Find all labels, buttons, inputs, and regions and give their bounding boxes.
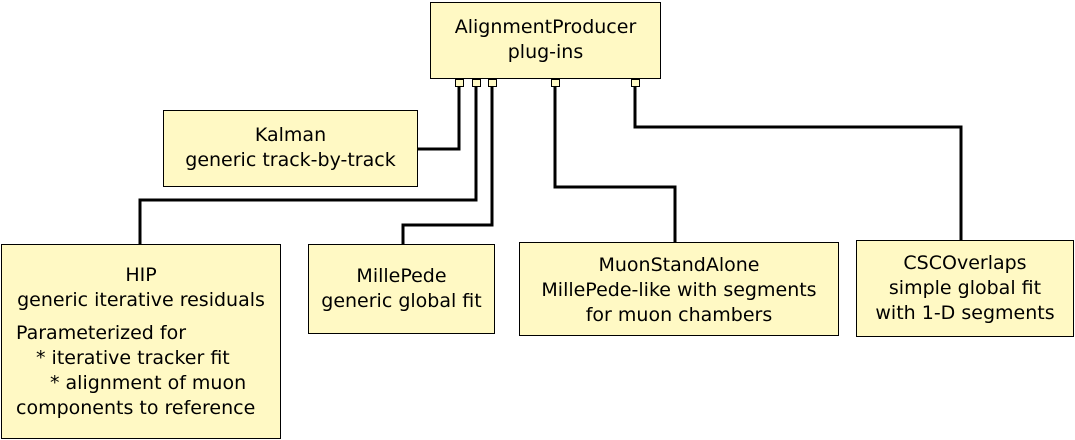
connector-hip — [138, 85, 478, 244]
hip-subtitle: generic iterative residuals — [17, 289, 265, 311]
csc-overlaps-line: with 1-D segments — [875, 302, 1055, 324]
port-kalman — [455, 79, 464, 87]
millepede-title: MillePede — [356, 265, 447, 287]
hip-box: HIP generic iterative residuals Paramete… — [1, 244, 281, 439]
port-muon-standalone — [551, 79, 560, 87]
hip-note-item: * alignment of muon — [50, 372, 247, 394]
csc-overlaps-line: simple global fit — [888, 277, 1042, 299]
port-hip — [472, 79, 481, 87]
csc-overlaps-title: CSCOverlaps — [903, 252, 1027, 274]
hip-note-item: * iterative tracker fit — [36, 347, 230, 369]
root-box: AlignmentProducer plug-ins — [430, 2, 661, 79]
kalman-box: Kalman generic track-by-track — [163, 110, 418, 187]
muon-standalone-title: MuonStandAlone — [598, 254, 760, 276]
port-csc-overlaps — [631, 79, 640, 87]
root-title: AlignmentProducer — [454, 16, 637, 38]
connector-kalman — [417, 85, 461, 151]
millepede-subtitle: generic global fit — [321, 290, 482, 312]
csc-overlaps-box: CSCOverlaps simple global fit with 1-D s… — [856, 240, 1074, 337]
muon-standalone-line: for muon chambers — [585, 304, 773, 326]
kalman-title: Kalman — [254, 124, 327, 146]
kalman-subtitle: generic track-by-track — [185, 149, 396, 171]
millepede-box: MillePede generic global fit — [308, 244, 495, 334]
connector-csc-overlaps — [633, 85, 963, 240]
hip-title: HIP — [125, 264, 157, 286]
root-subtitle: plug-ins — [507, 41, 584, 63]
hip-note: Parameterized for * iterative tracker fi… — [2, 321, 280, 421]
connector-muon-standalone — [553, 85, 677, 242]
muon-standalone-box: MuonStandAlone MillePede-like with segme… — [519, 242, 839, 336]
connector-millepede — [401, 85, 494, 244]
hip-note-heading: Parameterized for — [16, 322, 187, 344]
muon-standalone-line: MillePede-like with segments — [541, 279, 817, 301]
hip-note-item: components to reference — [16, 397, 256, 419]
port-millepede — [488, 79, 497, 87]
